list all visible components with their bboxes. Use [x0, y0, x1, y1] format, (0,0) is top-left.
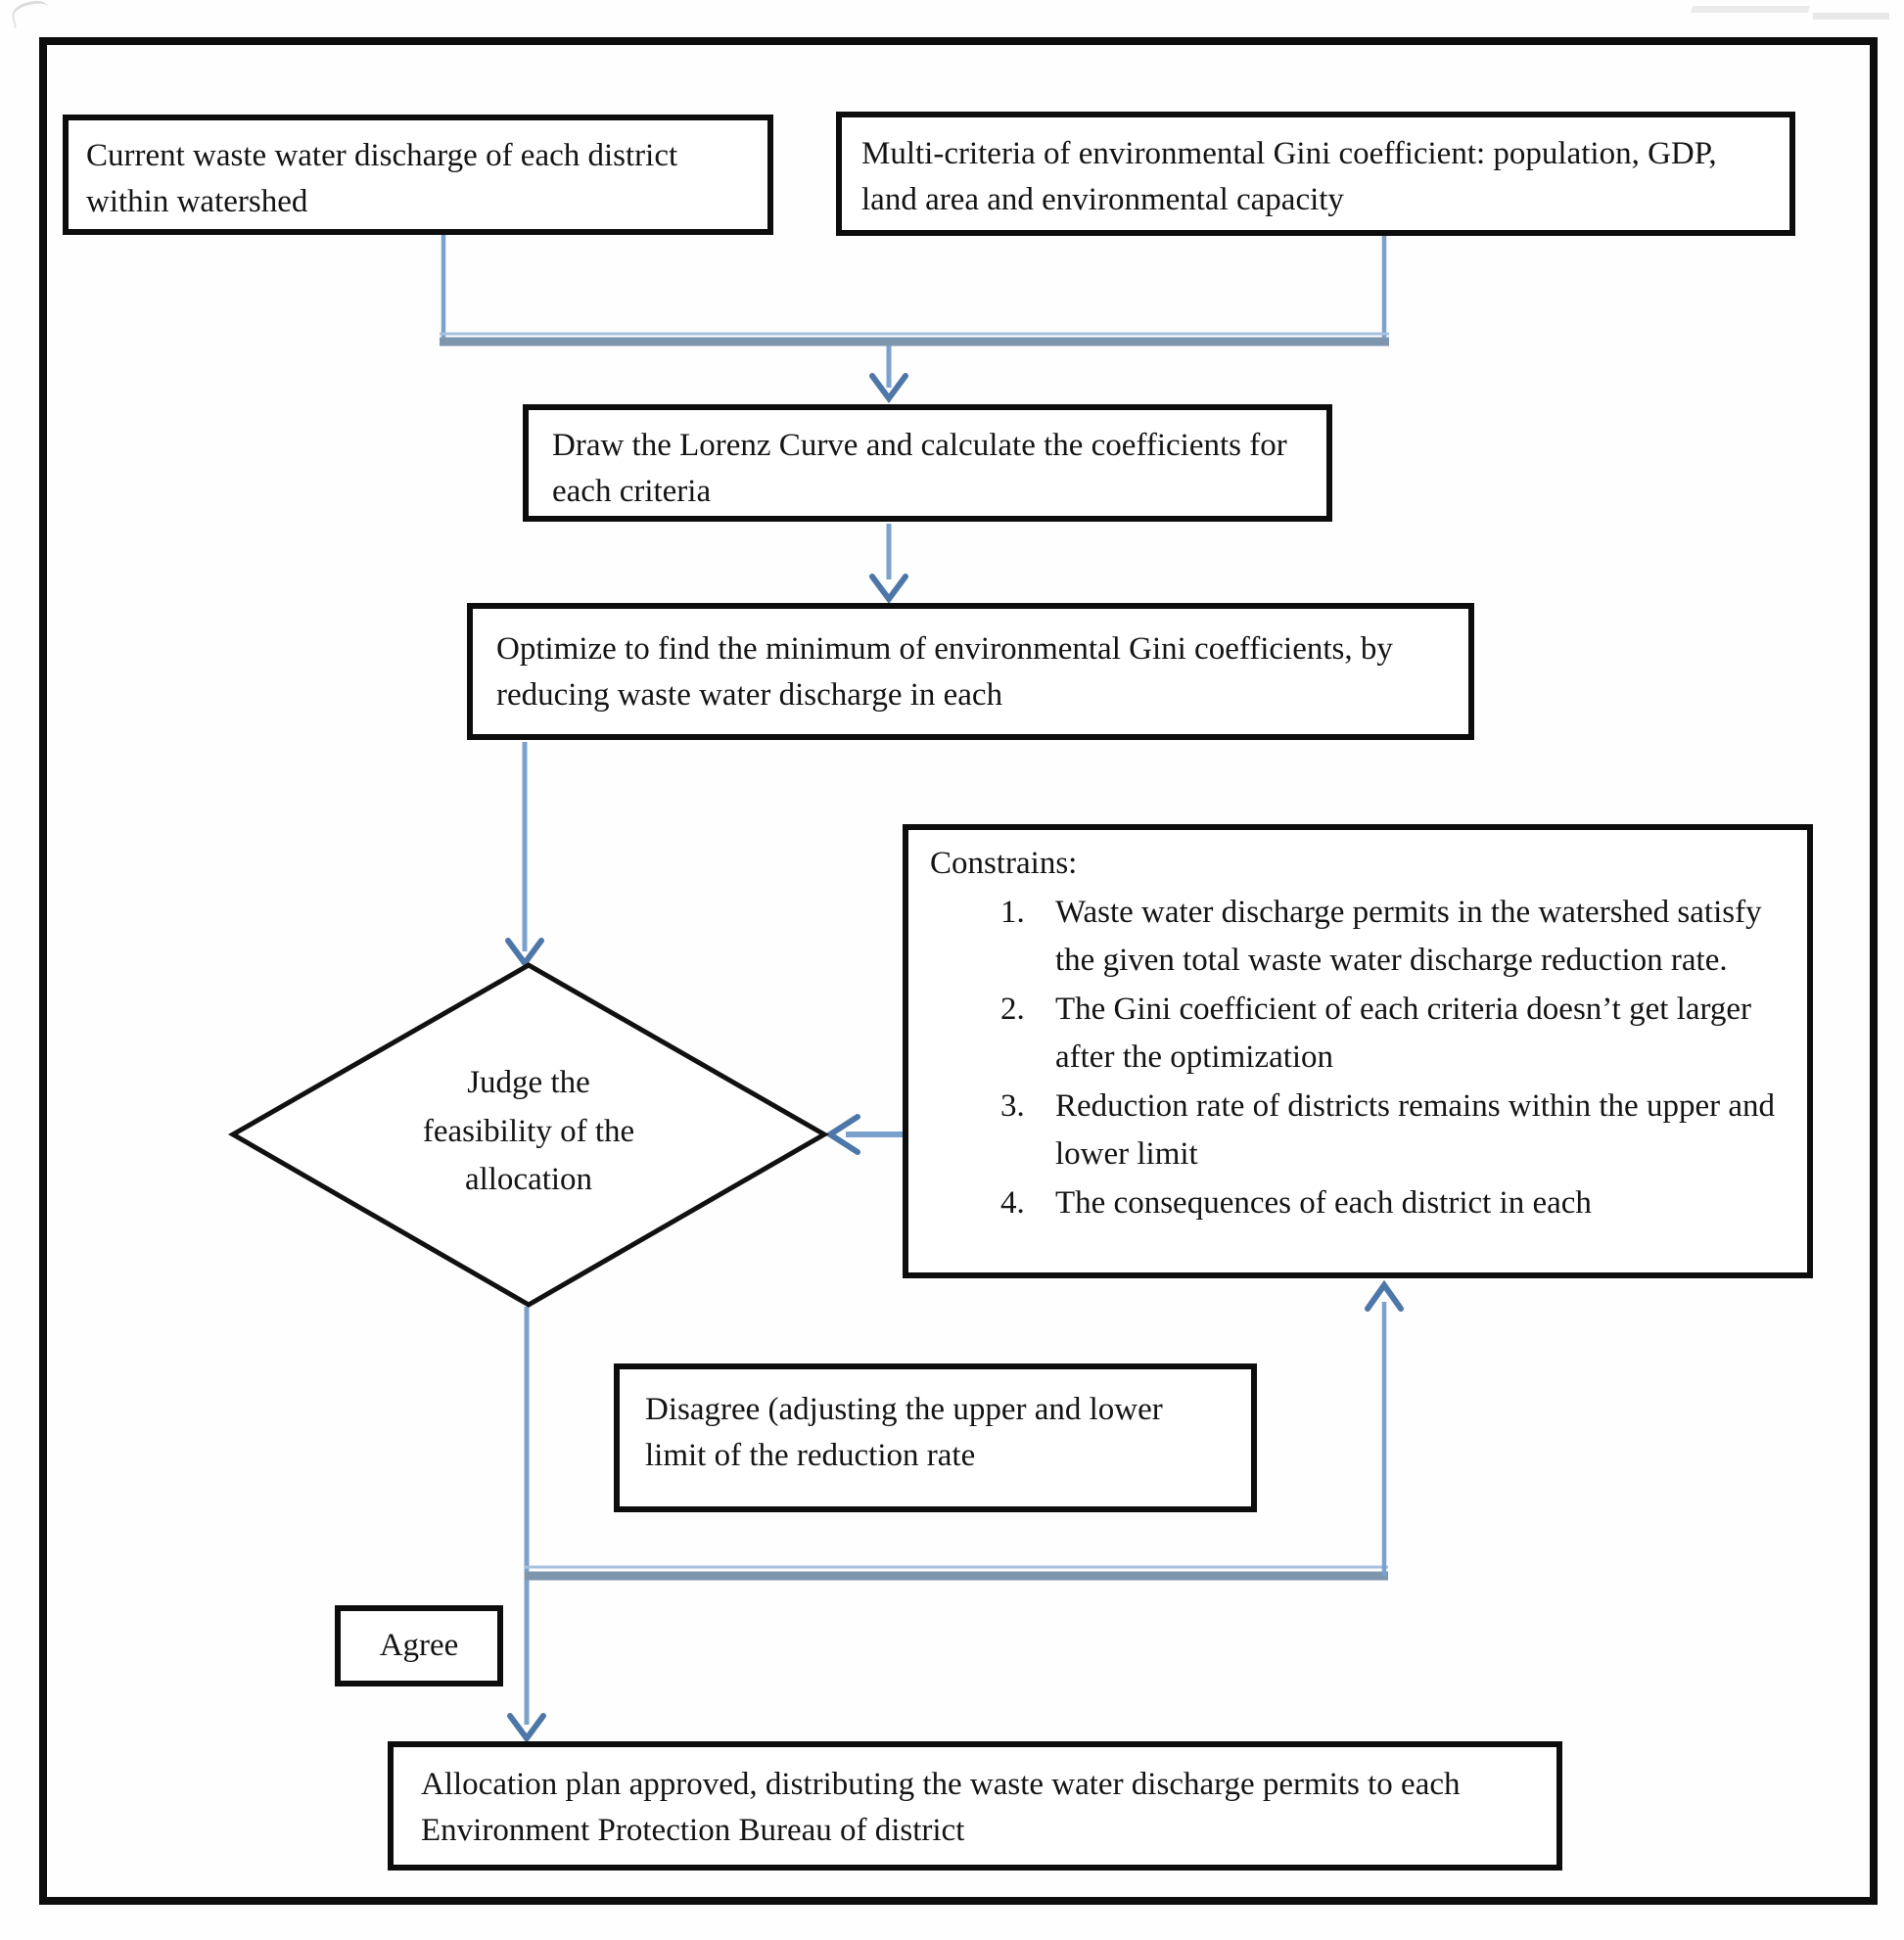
lorenz-curve-box: Draw the Lorenz Curve and calculate the …: [523, 404, 1332, 522]
current-discharge-label: Current waste water discharge of each di…: [86, 138, 678, 219]
constraint-number: 4.: [1000, 1184, 1025, 1221]
arrow-constraints-to-judge: [824, 1114, 903, 1155]
flowchart-outer-border: [39, 37, 1878, 1905]
constraint-item-2: 2. The Gini coefficient of each criteria…: [1000, 986, 1789, 1083]
current-discharge-box: Current waste water discharge of each di…: [63, 115, 773, 235]
constraint-text: Reduction rate of districts remains with…: [1055, 1087, 1775, 1173]
constraint-number: 1.: [1000, 894, 1025, 930]
judge-diamond-label: Judge the feasibility of the allocation: [422, 1065, 635, 1197]
agree-box: Agree: [335, 1605, 503, 1686]
arrow-to-approved: [507, 1307, 546, 1744]
constraints-title: Constrains:: [930, 846, 1078, 881]
constraint-text: The consequences of each district in eac…: [1055, 1184, 1592, 1221]
approved-label: Allocation plan approved, distributing t…: [421, 1767, 1461, 1848]
disagree-label: Disagree (adjusting the upper and lower …: [645, 1392, 1163, 1473]
constraint-number: 3.: [1000, 1087, 1025, 1124]
arrow-to-lorenz: [869, 346, 908, 404]
arrow-to-optimize: [869, 524, 908, 605]
multi-criteria-box: Multi-criteria of environmental Gini coe…: [836, 112, 1795, 236]
lorenz-curve-label: Draw the Lorenz Curve and calculate the …: [552, 428, 1287, 509]
disagree-box: Disagree (adjusting the upper and lower …: [614, 1363, 1257, 1512]
feedback-loop: [525, 1279, 1404, 1581]
constraint-item-1: 1. Waste water discharge permits in the …: [1000, 889, 1789, 986]
multi-criteria-label: Multi-criteria of environmental Gini coe…: [861, 136, 1717, 217]
judge-diamond-shape: [227, 962, 830, 1308]
constraint-item-3: 3. Reduction rate of districts remains w…: [1000, 1083, 1789, 1179]
approved-box: Allocation plan approved, distributing t…: [388, 1741, 1562, 1871]
constraint-item-4: 4. The consequences of each district in …: [1000, 1179, 1789, 1228]
connector-top-joiner: [440, 235, 1389, 346]
constraint-text: The Gini coefficient of each criteria do…: [1055, 991, 1752, 1076]
optimize-box: Optimize to find the minimum of environm…: [467, 603, 1474, 740]
agree-label: Agree: [379, 1628, 459, 1663]
constraint-number: 2.: [1000, 991, 1025, 1027]
scan-artifact-top-right-2: [1813, 13, 1889, 20]
arrow-to-judge: [505, 742, 544, 969]
constraints-box: Constrains: 1. Waste water discharge per…: [903, 824, 1813, 1278]
constraint-text: Waste water discharge permits in the wat…: [1055, 894, 1762, 979]
optimize-label: Optimize to find the minimum of environm…: [496, 631, 1393, 713]
